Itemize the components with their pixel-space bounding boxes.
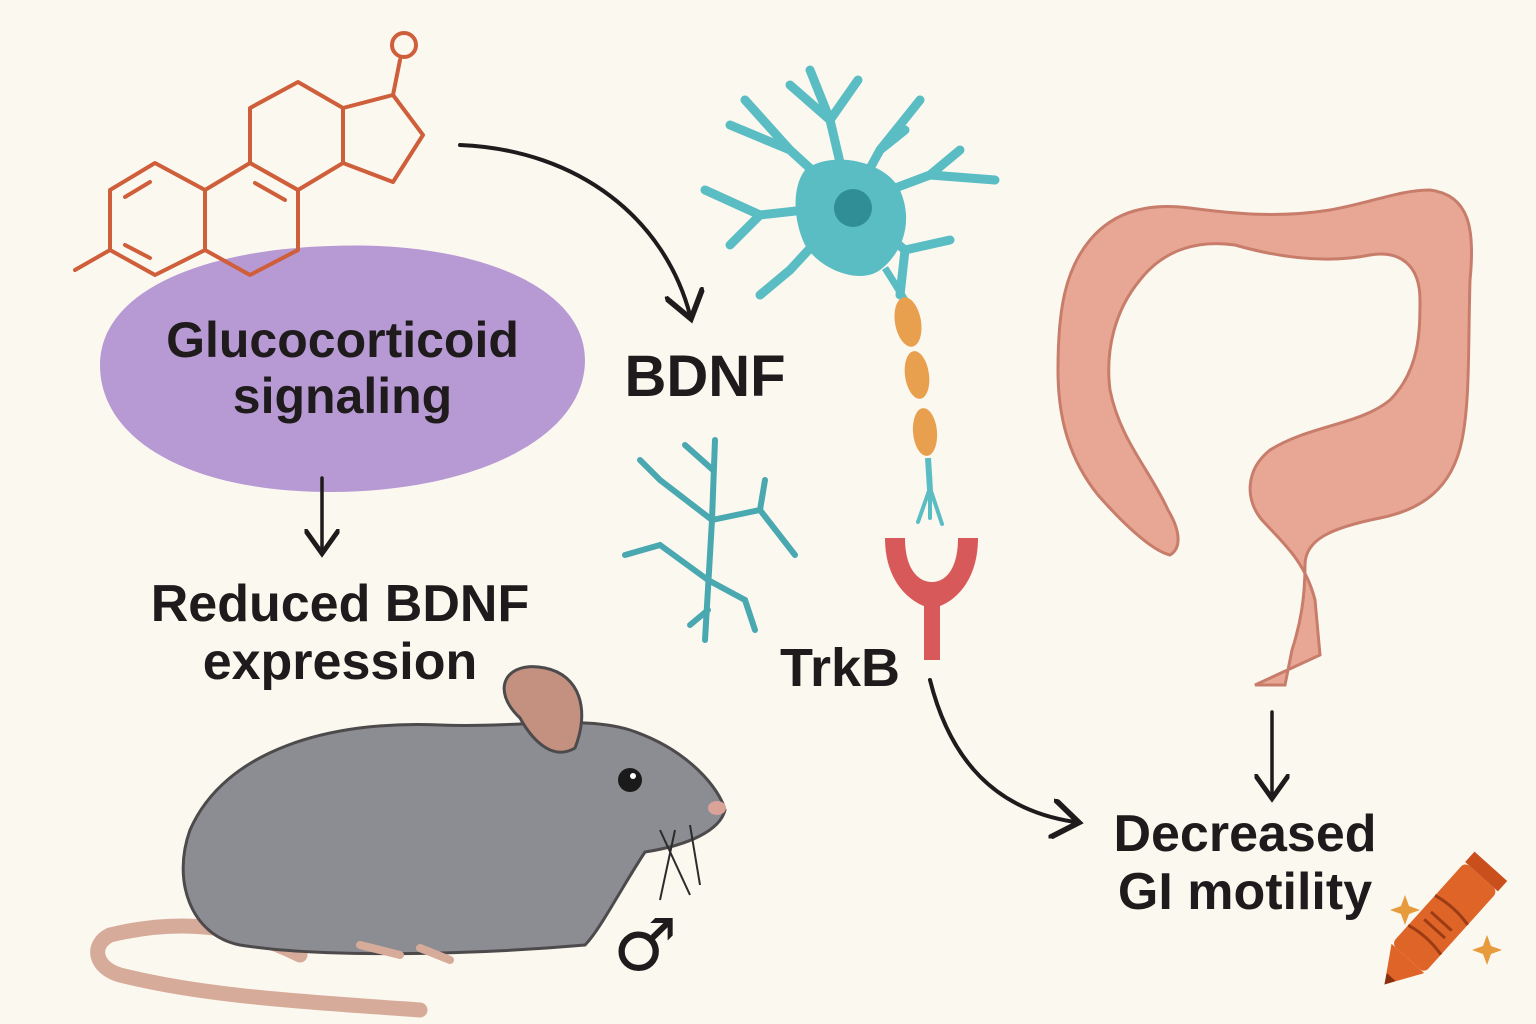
trkb-receptor-icon <box>885 538 978 660</box>
decreased-motility-label: Decreased GI motility <box>1090 805 1400 921</box>
colon-icon <box>1056 188 1474 687</box>
reduced-bdnf-label-line2: expression <box>202 633 478 692</box>
crayon-icon <box>1384 851 1508 985</box>
glucocorticoid-label-line1: Glucocorticoid <box>166 312 519 368</box>
decreased-motility-label-line2: GI motility <box>1117 863 1373 922</box>
glucocorticoid-blob <box>100 245 585 492</box>
neuron-icon <box>700 65 1000 526</box>
steroid-molecule-icon <box>73 31 425 277</box>
dendrite-fragment-icon <box>622 437 798 643</box>
arrow-molecule-to-bdnf <box>458 143 690 315</box>
arrow-trkb-to-motility <box>928 678 1075 822</box>
reduced-bdnf-label: Reduced BDNF expression <box>80 575 600 691</box>
trkb-label: TrkB <box>779 638 901 698</box>
mouse-icon <box>90 665 727 1018</box>
bdnf-label: BDNF <box>624 344 786 409</box>
reduced-bdnf-label-line1: Reduced BDNF <box>150 575 530 633</box>
decreased-motility-label-line1: Decreased <box>1113 805 1377 863</box>
sparkle-icon <box>1390 895 1502 965</box>
glucocorticoid-label-line2: signaling <box>232 368 453 424</box>
glucocorticoid-label: Glucocorticoid signaling <box>100 312 585 424</box>
male-symbol: ♂ <box>612 903 678 987</box>
